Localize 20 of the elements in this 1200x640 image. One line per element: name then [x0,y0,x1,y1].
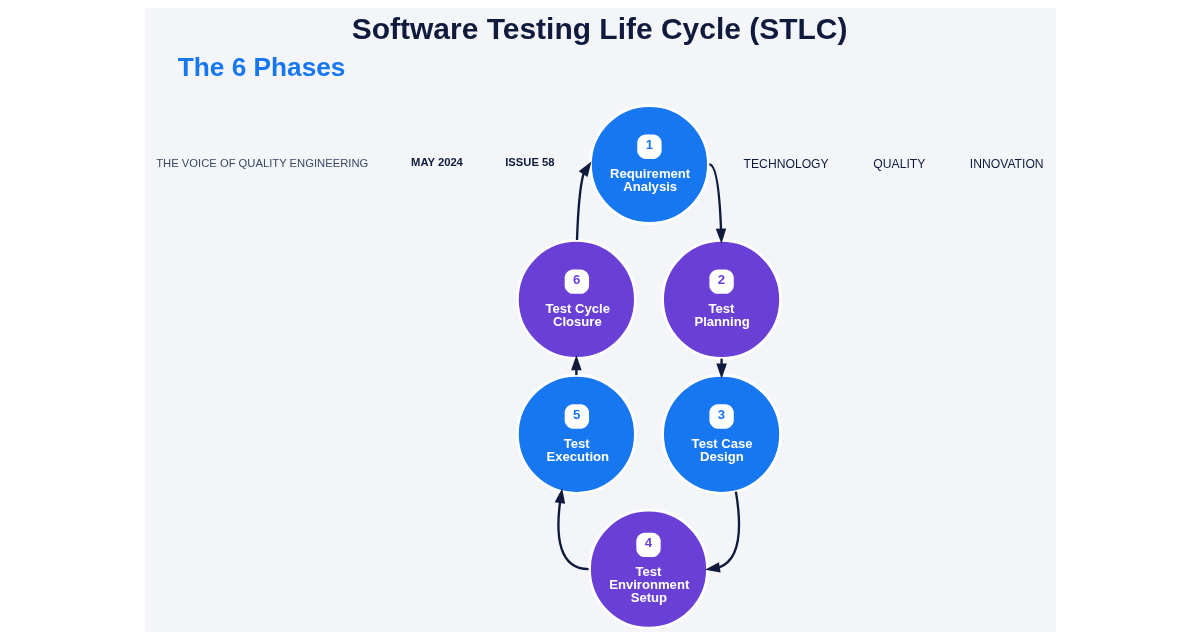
label: THE VOICE OF QUALITY ENGINEERING [155,157,368,170]
node-circle: 4 Test Environment Setup [587,508,709,630]
node-circle: 6 Test Cycle Closure [515,238,637,360]
arrow [708,163,726,244]
node-circle: 1 Requirement Analysis [588,104,710,225]
label: MAY 2024 [410,156,463,169]
node-circle: 3 Test Case Design [660,373,782,495]
label: QUALITY [872,156,925,171]
arrow [704,491,740,573]
label: ISSUE 58 [504,156,555,169]
node-circle: 2 Test Planning [660,238,782,360]
arrow [554,488,589,571]
arrow [570,355,582,376]
label: TECHNOLOGY [743,156,829,171]
label: The 6 Phases [177,51,345,82]
arrow [715,358,727,379]
diagram-title: Software Testing Life Cycle (STLC) [351,11,847,45]
node-circle: 5 Test Execution [515,373,637,495]
label: INNOVATION [969,156,1044,171]
arrow [575,161,591,241]
